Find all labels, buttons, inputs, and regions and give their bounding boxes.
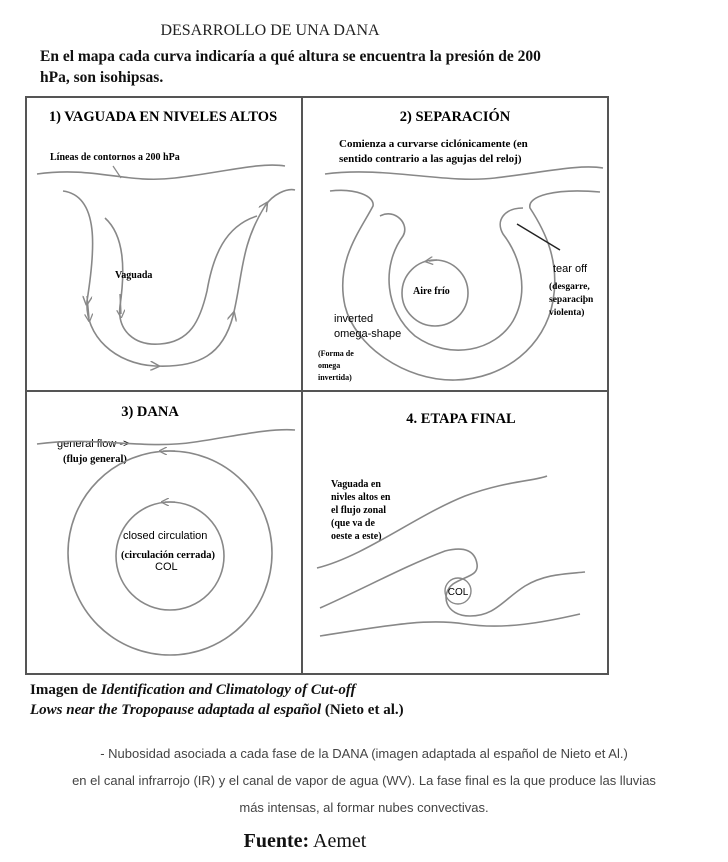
panel-2-contour-top xyxy=(324,166,604,181)
source-value: Aemet xyxy=(309,830,367,852)
description-text: - Nubosidad asociada a cada fase de la D… xyxy=(0,740,728,821)
diagram-title: DESARROLLO DE UNA DANA xyxy=(160,22,380,39)
panel-1-arrow-2 xyxy=(120,293,121,314)
description-line-2: en el canal infrarrojo (IR) y el canal d… xyxy=(72,773,656,788)
panel-1-pointer xyxy=(112,165,122,179)
panel-2-omega-note-3: invertida) xyxy=(318,373,352,382)
panel-2-tear-note-1: (desgarre, xyxy=(549,281,590,292)
panel-2-desc-1: Comienza a curvarse ciclónicamente (en xyxy=(339,138,528,150)
panel-4-desc-4: (que va de xyxy=(331,518,375,529)
panel-2-omega-note-2: omega xyxy=(318,361,340,370)
panel-1-frame xyxy=(25,96,303,392)
caption-line-1a: Imagen de xyxy=(30,682,101,698)
panel-2-tear-note-2: separaciþn xyxy=(549,295,594,305)
panel-1-contour-label: Líneas de contornos a 200 hPa xyxy=(50,152,180,163)
panel-2-omega-outer xyxy=(329,189,601,381)
panel-3-flow-line xyxy=(36,428,296,446)
panel-2-tear-note-3: violenta) xyxy=(549,307,584,318)
panel-2-omega-inner xyxy=(379,207,524,351)
panel-3-general-flow: general flow -> xyxy=(57,438,129,450)
description-line-3: más intensas, al formar nubes convectiva… xyxy=(239,800,489,815)
panel-2-omega-2: omega-shape xyxy=(334,328,401,340)
panel-1-trough-outer xyxy=(62,188,296,367)
caption-line-2: Lows near the Tropopause adaptada al esp… xyxy=(30,700,590,720)
panel-3-closed-circ-es: (circulación cerrada) xyxy=(121,550,215,561)
caption-line-1: Imagen de Identification and Climatology… xyxy=(30,680,590,700)
caption-line-2a: Lows near the Tropopause adaptada al esp… xyxy=(30,702,322,718)
panel-3-col: COL xyxy=(155,561,178,573)
panel-4-col: COL xyxy=(448,587,469,598)
panel-4-title: 4. ETAPA FINAL xyxy=(406,411,516,427)
panel-3-general-flow-es: (flujo general) xyxy=(63,454,127,465)
panel-1-title: 1) VAGUADA EN NIVELES ALTOS xyxy=(49,109,277,125)
panel-4-desc-3: el flujo zonal xyxy=(331,505,386,516)
caption-line-1b: Identification and Climatology of Cut-of… xyxy=(100,682,356,698)
description-line-1: - Nubosidad asociada a cada fase de la D… xyxy=(100,746,628,761)
panel-3-closed-circ: closed circulation xyxy=(123,530,207,542)
panel-2-desc-2: sentido contrario a las agujas del reloj… xyxy=(339,153,522,165)
panel-2-omega-note-1: (Forma de xyxy=(318,349,354,358)
panel-4-desc-2: nivles altos en xyxy=(331,492,391,503)
panel-3-title: 3) DANA xyxy=(121,404,179,420)
panel-4-upper-contour xyxy=(316,475,548,569)
dana-diagram: 1) VAGUADA EN NIVELES ALTOS Líneas de co… xyxy=(25,96,609,675)
caption-line-2b: (Nieto et al.) xyxy=(321,702,404,718)
panel-2-circle-arrow xyxy=(429,260,438,261)
panel-4-desc-5: oeste a este) xyxy=(331,531,382,542)
intro-line-2: hPa, son isohipsas. xyxy=(40,69,164,86)
panel-4-lower-contour xyxy=(319,613,581,637)
panel-2-title: 2) SEPARACIÓN xyxy=(400,108,511,125)
source-line: Fuente: Aemet xyxy=(0,830,610,853)
panel-1-contour-top xyxy=(36,164,286,181)
source-label: Fuente: xyxy=(243,830,310,852)
panel-1-trough-label: Vaguada xyxy=(115,270,152,281)
image-caption: Imagen de Identification and Climatology… xyxy=(30,680,590,720)
intro-line-1: En el mapa cada curva indicaría a qué al… xyxy=(40,48,541,65)
panel-4-desc-1: Vaguada en xyxy=(331,479,381,490)
intro-text: En el mapa cada curva indicaría a qué al… xyxy=(40,46,600,88)
panel-2-cold-air: Aire frío xyxy=(413,286,450,297)
panel-4-middle-contour xyxy=(319,548,586,617)
panel-4-frame xyxy=(301,390,609,675)
panel-2-omega-1: inverted xyxy=(334,313,373,325)
panel-2-tear-off: tear off xyxy=(553,263,588,275)
panel-4-col-circle xyxy=(444,577,472,605)
panel-1-arrow-1 xyxy=(87,295,89,318)
panel-1-trough-inner xyxy=(104,215,258,345)
panel-2-tear-pointer xyxy=(516,223,561,251)
